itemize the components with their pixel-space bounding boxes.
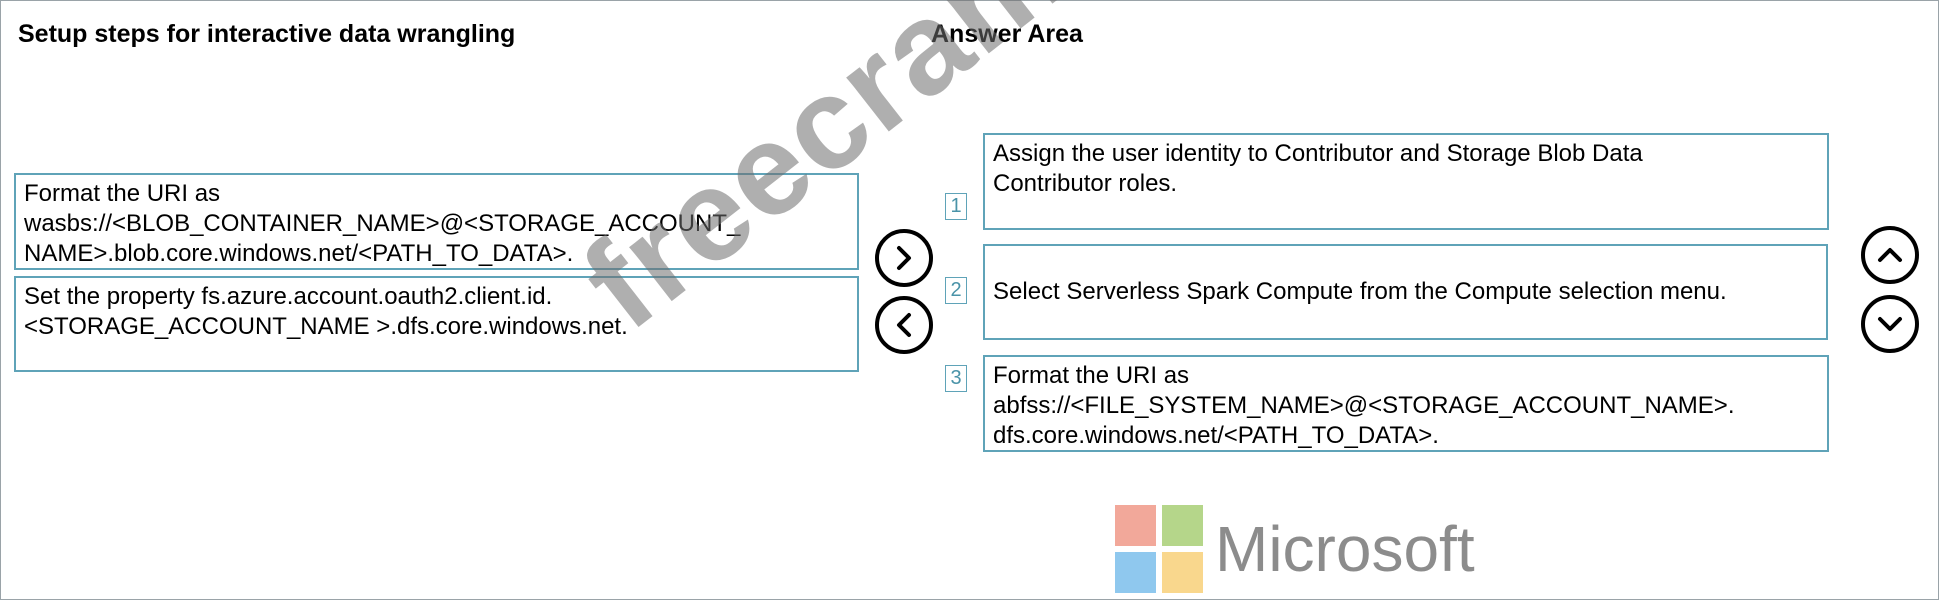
answer-item-text: Assign the user identity to Contributor … [993, 140, 1643, 197]
answer-item-text: Select Serverless Spark Compute from the… [993, 278, 1727, 305]
answer-number-1: 1 [945, 193, 967, 220]
answer-item-3[interactable]: Format the URI as abfss://<FILE_SYSTEM_N… [983, 355, 1829, 452]
chevron-up-icon [1878, 248, 1902, 262]
chevron-left-icon [897, 313, 911, 337]
source-item-2[interactable]: Set the property fs.azure.account.oauth2… [14, 276, 859, 372]
move-down-button[interactable] [1861, 295, 1919, 353]
answer-item-1[interactable]: Assign the user identity to Contributor … [983, 133, 1829, 230]
answer-number-3: 3 [945, 365, 967, 392]
move-left-button[interactable] [875, 296, 933, 354]
microsoft-logo: Microsoft [1115, 505, 1475, 593]
answer-area-heading: Answer Area [931, 20, 1083, 48]
answer-number-2: 2 [945, 277, 967, 304]
move-right-button[interactable] [875, 229, 933, 287]
answer-item-text: Format the URI as abfss://<FILE_SYSTEM_N… [993, 362, 1735, 449]
logo-square-red [1115, 505, 1156, 546]
microsoft-logo-grid [1115, 505, 1203, 593]
chevron-right-icon [897, 246, 911, 270]
chevron-down-icon [1878, 317, 1902, 331]
source-item-text: Set the property fs.azure.account.oauth2… [24, 283, 628, 340]
logo-square-blue [1115, 552, 1156, 593]
logo-square-green [1162, 505, 1203, 546]
left-panel-heading: Setup steps for interactive data wrangli… [18, 20, 516, 48]
microsoft-logo-word: Microsoft [1215, 513, 1475, 585]
move-up-button[interactable] [1861, 226, 1919, 284]
source-item-text: Format the URI as wasbs://<BLOB_CONTAINE… [24, 180, 741, 267]
source-item-1[interactable]: Format the URI as wasbs://<BLOB_CONTAINE… [14, 173, 859, 270]
answer-item-2[interactable]: Select Serverless Spark Compute from the… [983, 244, 1828, 340]
logo-square-yellow [1162, 552, 1203, 593]
